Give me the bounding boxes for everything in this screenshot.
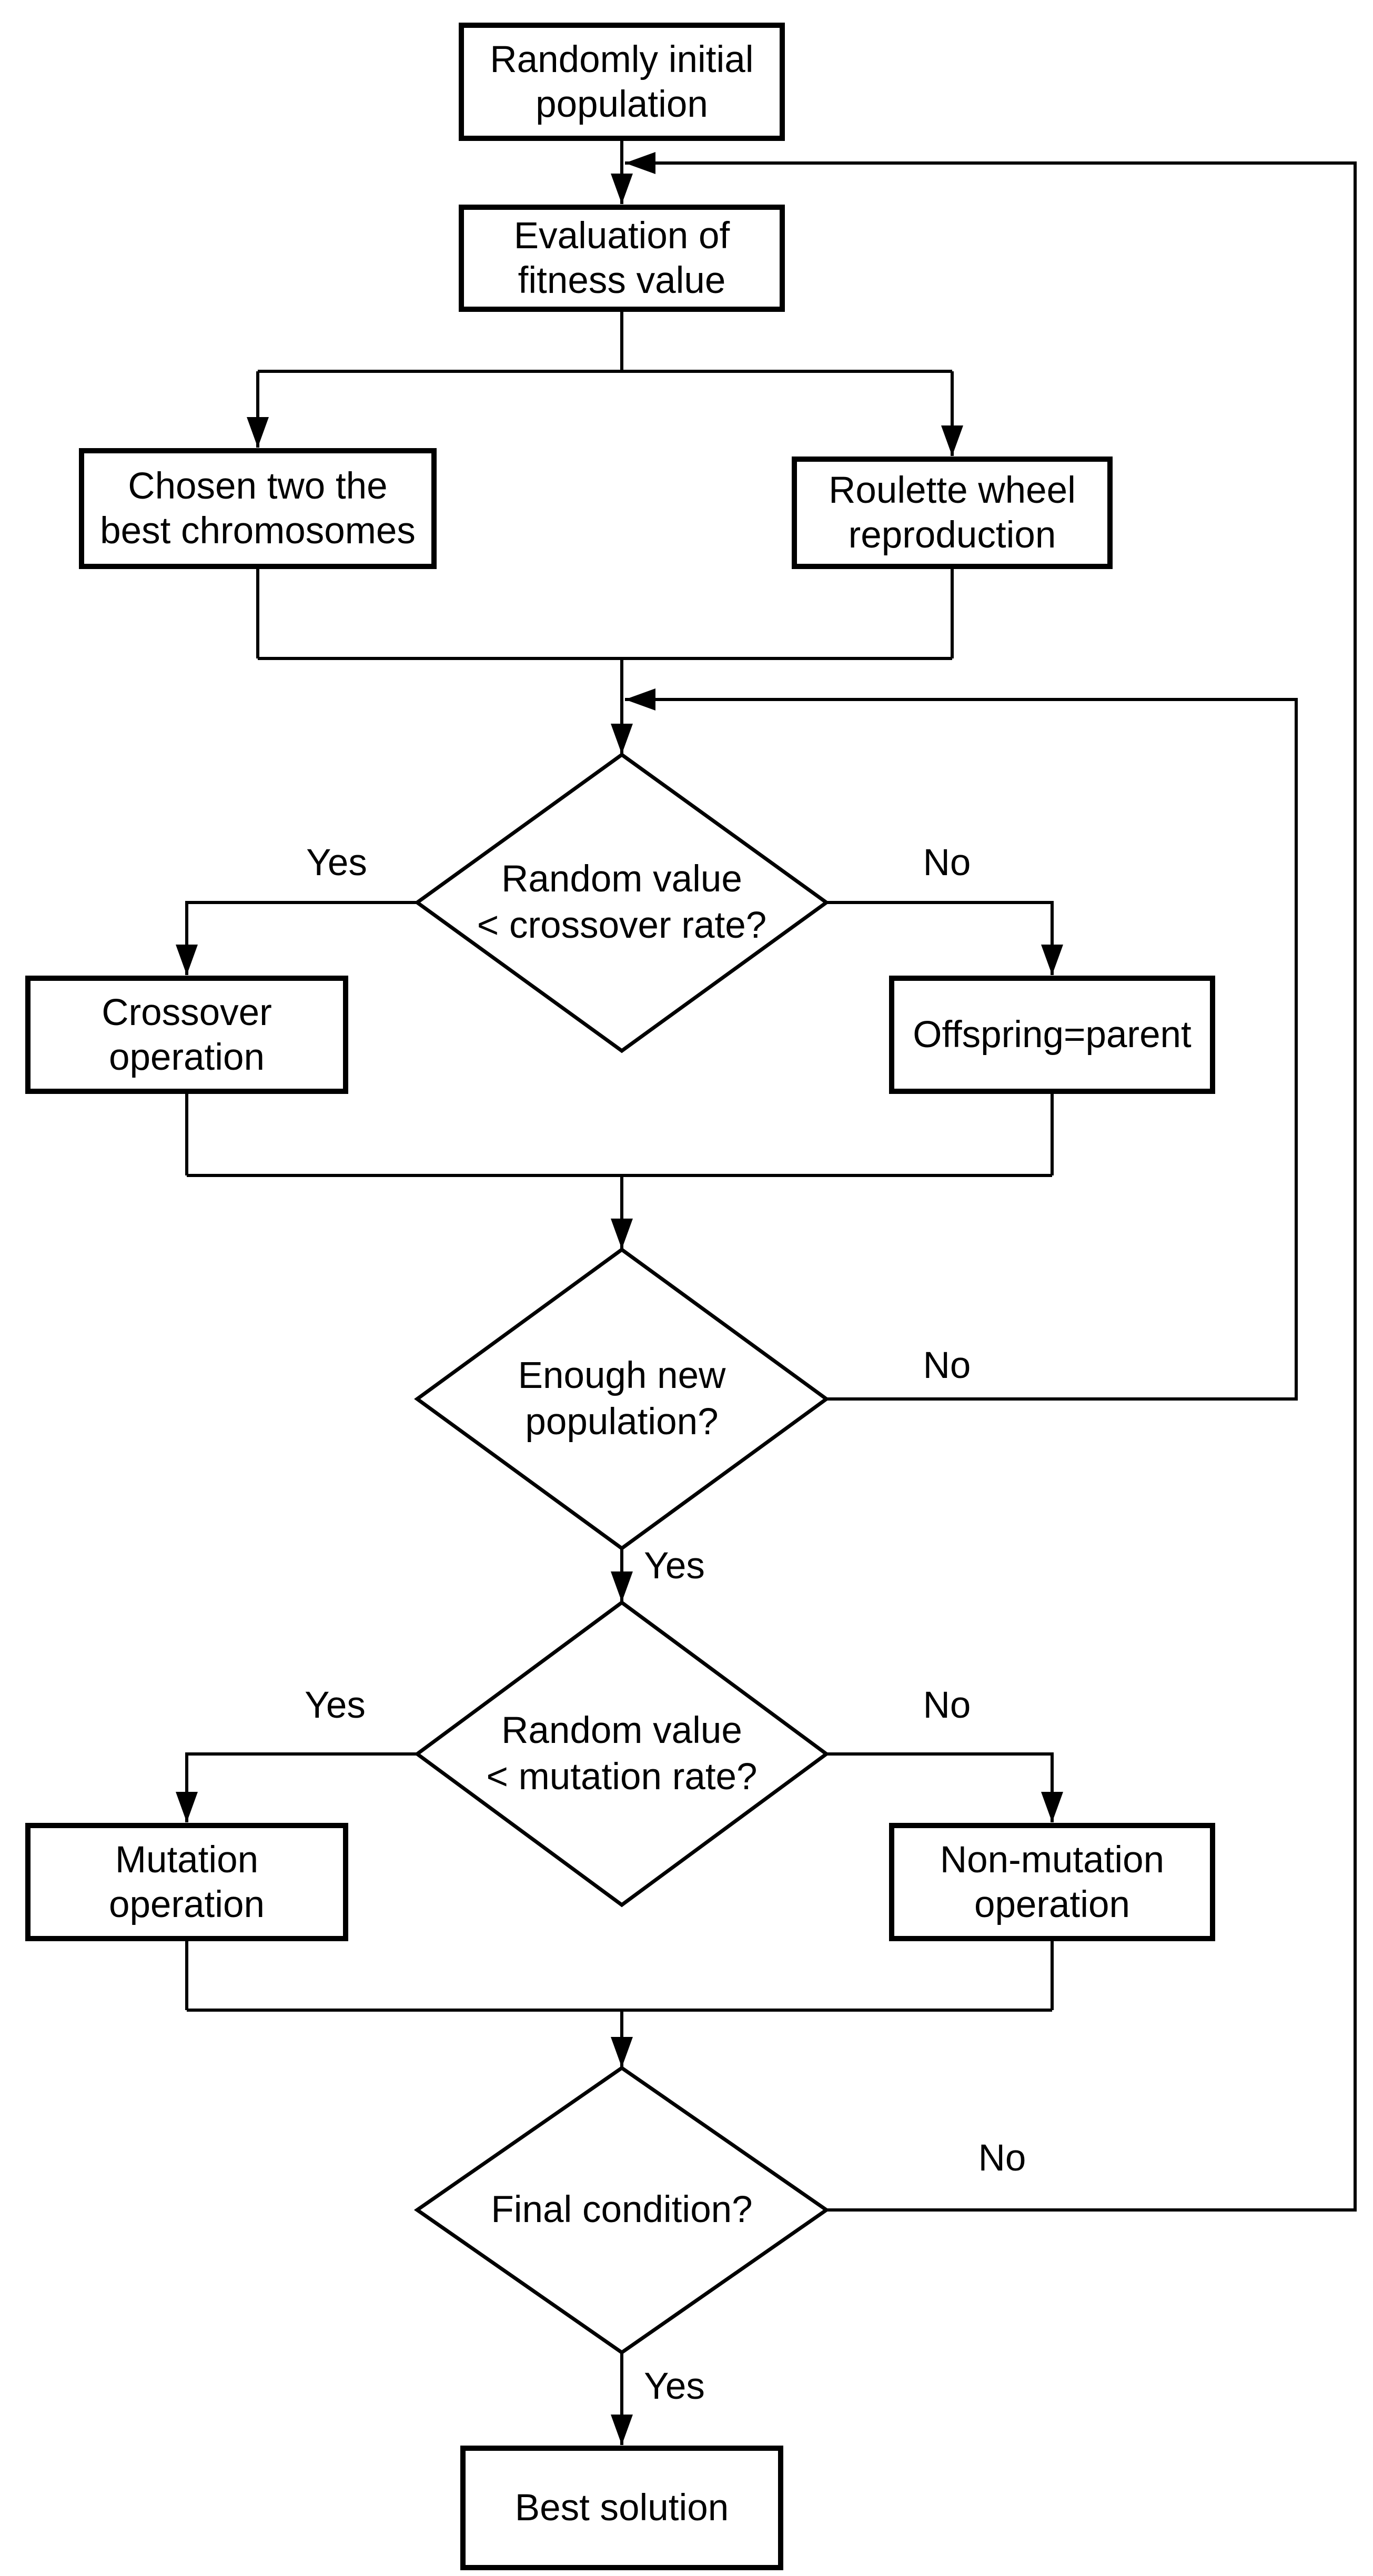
arrow-into-nonmutation-icon <box>1041 1792 1063 1822</box>
edge-final-no-loop <box>625 161 1357 2212</box>
arrow-outer-loop-return-icon <box>625 152 655 174</box>
node-non-mutation: Non-mutation operation <box>889 1823 1215 1941</box>
edge-mutation-yes <box>185 1752 417 1822</box>
diamond-crossover-decision-shape <box>414 752 830 1053</box>
node-best-solution-label: Best solution <box>514 2487 729 2529</box>
node-offspring-label: Offspring=parent <box>913 1014 1192 1056</box>
edge-label-mutation-yes: Yes <box>305 1685 366 1726</box>
node-start-label: Randomly initial population <box>490 38 754 125</box>
node-roulette-label: Roulette wheel reproduction <box>829 470 1076 556</box>
edge-enough-no-loop <box>625 698 1298 1401</box>
node-mutation-label: Mutation operation <box>108 1839 265 1925</box>
node-mutation: Mutation operation <box>25 1823 348 1941</box>
edge-label-enough-no: No <box>923 1345 971 1386</box>
edge-label-crossover-no: No <box>923 842 971 884</box>
node-final-condition-label: Final condition? <box>491 2189 753 2230</box>
arrow-into-best-icon <box>611 2415 633 2445</box>
arrow-into-chosen-icon <box>247 417 269 448</box>
node-enough-population-label: Enough new population? <box>518 1355 726 1443</box>
node-crossover: Crossover operation <box>25 976 348 1094</box>
node-non-mutation-label: Non-mutation operation <box>940 1839 1165 1925</box>
node-roulette: Roulette wheel reproduction <box>792 457 1113 569</box>
edge-label-enough-yes: Yes <box>644 1545 705 1587</box>
decision-diamonds <box>413 752 830 2355</box>
edge-label-final-yes: Yes <box>644 2366 705 2407</box>
arrow-into-offspring-icon <box>1041 945 1063 975</box>
arrow-into-crossover-decision-icon <box>611 724 633 754</box>
node-chosen: Chosen two the best chromosomes <box>79 448 437 569</box>
node-mutation-decision-label: Random value < mutation rate? <box>486 1710 758 1798</box>
node-crossover-label: Crossover operation <box>102 991 272 1078</box>
edge-crossover-no <box>826 901 1054 975</box>
node-offspring: Offspring=parent <box>889 976 1215 1094</box>
arrow-into-mutation-decision-icon <box>611 1571 633 1602</box>
node-crossover-decision-label: Random value < crossover rate? <box>477 858 767 946</box>
arrow-into-mutation-icon <box>176 1792 198 1822</box>
edge-mutation-no <box>826 1752 1054 1822</box>
diamond-final-condition-shape <box>413 2065 830 2355</box>
edge-crossover-yes <box>185 901 417 975</box>
arrow-into-roulette-icon <box>941 425 963 456</box>
node-evaluate: Evaluation of fitness value <box>459 205 785 312</box>
arrow-inner-loop-return-icon <box>625 688 655 711</box>
arrow-into-enough-decision-icon <box>611 1219 633 1249</box>
node-evaluate-label: Evaluation of fitness value <box>513 215 730 301</box>
diamond-mutation-decision-shape <box>414 1600 830 1908</box>
node-start: Randomly initial population <box>459 23 785 141</box>
edge-label-mutation-no: No <box>923 1685 971 1726</box>
node-chosen-label: Chosen two the best chromosomes <box>100 465 416 552</box>
arrow-into-crossover-icon <box>176 945 198 975</box>
edge-label-final-no: No <box>978 2137 1026 2179</box>
diamond-enough-population-shape <box>414 1247 830 1551</box>
arrow-into-evaluate-icon <box>611 174 633 204</box>
node-best-solution: Best solution <box>460 2446 783 2570</box>
edge-lines <box>185 141 1357 2445</box>
edge-label-crossover-yes: Yes <box>306 842 367 884</box>
arrow-into-final-decision-icon <box>611 2037 633 2067</box>
